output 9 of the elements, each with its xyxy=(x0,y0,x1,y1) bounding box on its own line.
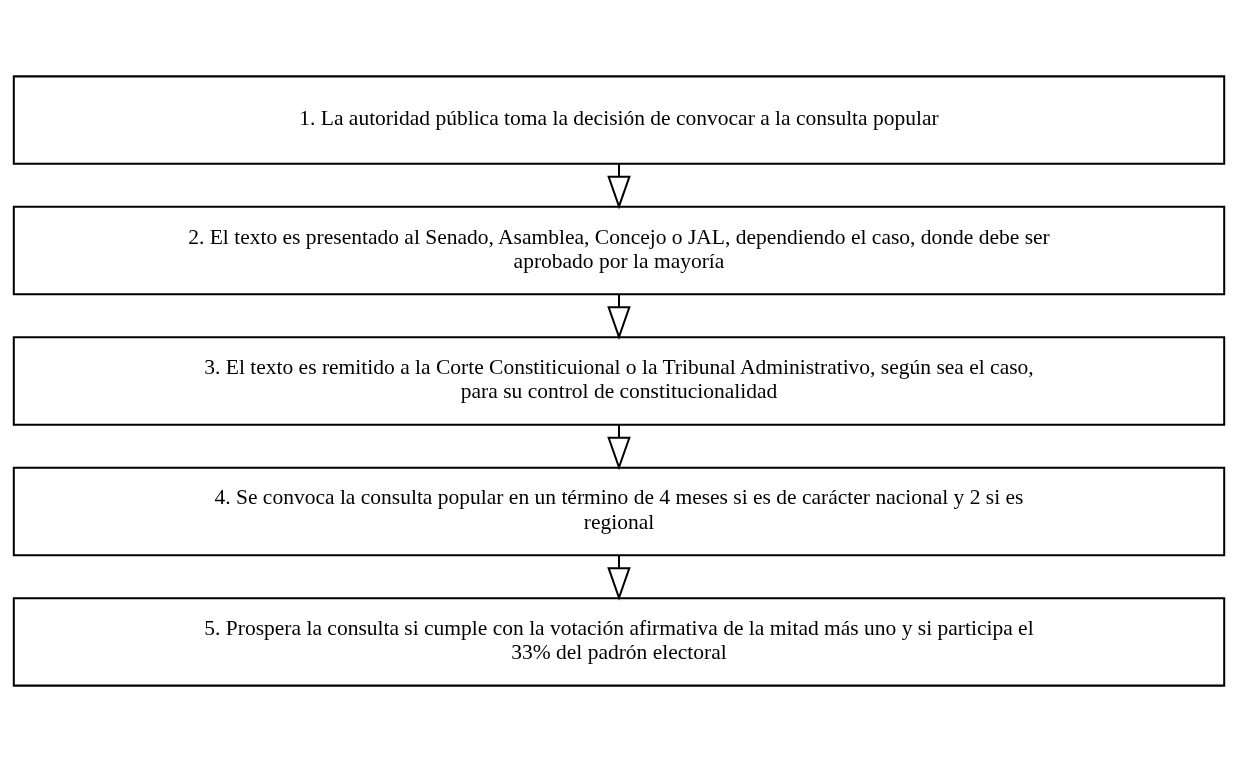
node-box: 2. El texto es presentado al Senado, Asamblea, Concejo o JAL, dependiendo el caso, donde debe ser aprobado por la mayoría xyxy=(12,205,1226,295)
arrow xyxy=(607,554,631,601)
node-box: 5. Prospera la consulta si cumple con la votación afirmativa de la mitad más uno y si participa el 33% del padrón electoral xyxy=(12,596,1226,687)
arrow xyxy=(607,424,631,470)
node-box: 1. La autoridad pública toma la decisión de convocar a la consulta popular xyxy=(12,74,1226,165)
arrow xyxy=(607,163,631,209)
node-box: 4. Se convoca la consulta popular en un término de 4 meses si es de carácter nacional y 2 si es regional xyxy=(12,466,1226,556)
node-box: 3. El texto es remitido a la Corte Constiticuional o la Tribunal Administrativo, según sea el caso, para su control de constitucionalidad xyxy=(12,335,1226,426)
arrow xyxy=(607,293,631,340)
